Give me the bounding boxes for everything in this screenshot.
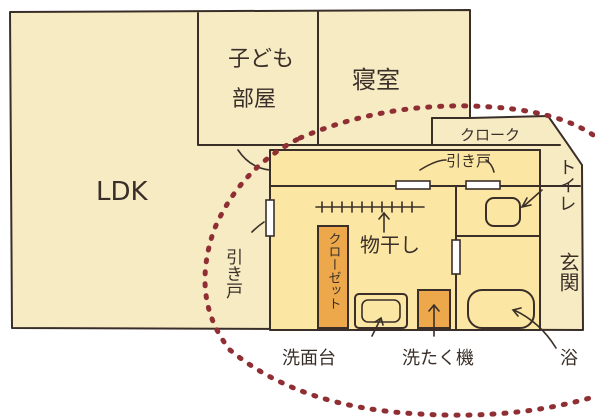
label-ldk: LDK (96, 177, 149, 207)
highlight-ring (202, 103, 595, 418)
callout-bath: 浴 (560, 348, 578, 369)
washbasin (354, 293, 408, 329)
label-kids-1: 子ども (228, 47, 294, 72)
closet-vertical (317, 225, 349, 329)
callout-sliding-left: 引き戸 (222, 248, 243, 299)
label-closet-vertical: クローゼット (326, 232, 342, 310)
callout-washbasin: 洗面台 (282, 348, 336, 369)
washbasin-bowl (361, 299, 401, 323)
label-kids-2: 部屋 (232, 87, 276, 112)
sliding-door-mid (451, 239, 461, 275)
sliding-door-top-right (465, 180, 501, 190)
label-drying: 物干し (360, 233, 420, 257)
arrow-washing (428, 303, 440, 337)
label-bedroom: 寝室 (352, 66, 400, 94)
bathtub (467, 289, 535, 329)
arrow-drying (378, 211, 390, 233)
label-entrance: 玄関 (556, 252, 580, 292)
arrow-bath (511, 307, 557, 349)
sliding-door-top-left (395, 180, 431, 190)
right-column (539, 149, 581, 331)
sliding-door-left (265, 199, 275, 237)
arrow-toilet (520, 189, 543, 209)
kids-room (197, 11, 319, 146)
toilet (485, 197, 521, 227)
arrow-sliding-left (251, 221, 265, 233)
callout-washing: 洗たく機 (402, 348, 474, 369)
arrow-washbasin (371, 316, 384, 337)
drying-rail-ticks (321, 201, 413, 213)
label-toilet: トイレ (556, 158, 577, 212)
closet-strip (431, 117, 561, 146)
arrow-sliding-top (419, 159, 495, 173)
callout-sliding-top: 引き戸 (446, 152, 491, 170)
label-closet-top: クローク (460, 126, 520, 144)
